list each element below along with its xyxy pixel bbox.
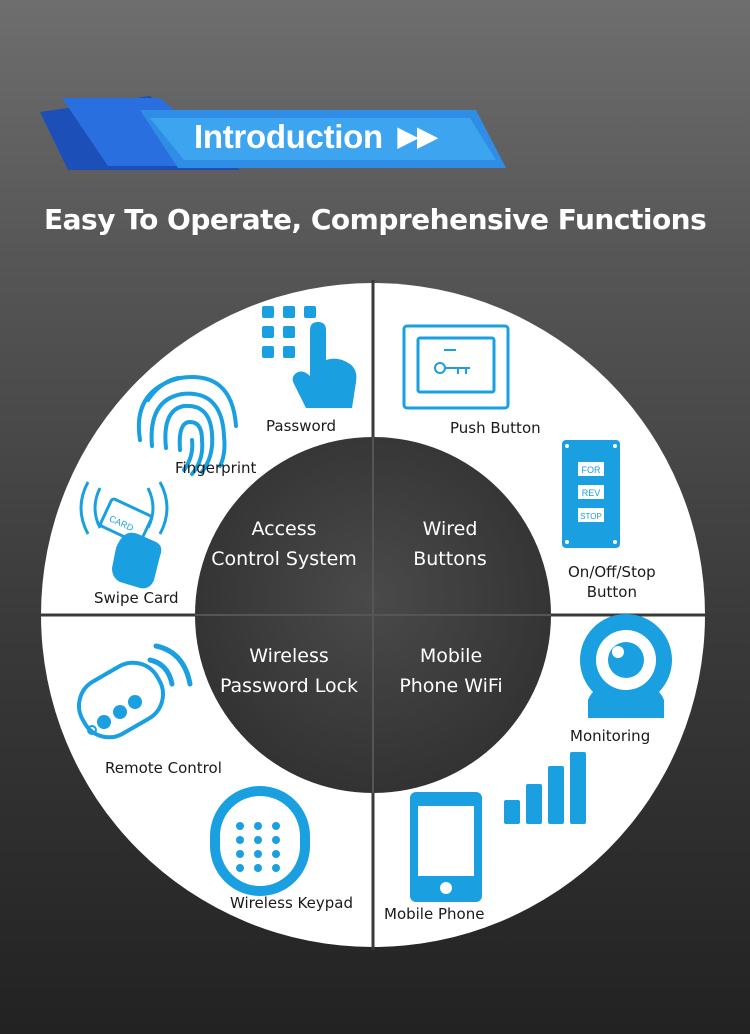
- mobile-phone-icon: [410, 792, 482, 902]
- pointing-hand-icon: [292, 322, 357, 408]
- swipe-card-icon: CARD: [79, 481, 169, 589]
- svg-text:REV: REV: [582, 488, 601, 498]
- remote-control-icon: [77, 643, 193, 740]
- label-password: Password: [266, 417, 337, 435]
- label-remote-control: Remote Control: [105, 759, 222, 777]
- double-arrow-icon: ▶▶: [397, 121, 438, 151]
- wireless-keypad-icon: [210, 786, 310, 896]
- on-off-stop-button-icon: FOR REV STOP: [562, 440, 620, 548]
- svg-text:STOP: STOP: [580, 512, 602, 521]
- label-push-button: Push Button: [450, 419, 541, 437]
- monitoring-camera-icon: [580, 614, 672, 718]
- label-monitoring: Monitoring: [570, 727, 651, 745]
- password-keypad-icon: [262, 306, 316, 358]
- push-button-panel-icon: [402, 324, 510, 410]
- introduction-banner: [40, 96, 506, 170]
- banner-title: Introduction ▶▶: [194, 118, 438, 155]
- label-wireless-keypad: Wireless Keypad: [230, 894, 353, 912]
- label-fingerprint: Fingerprint: [175, 459, 257, 477]
- svg-text:FOR: FOR: [582, 465, 601, 475]
- signal-bars-icon: [504, 752, 586, 824]
- fingerprint-icon: [136, 375, 238, 476]
- label-mobile-phone: Mobile Phone: [384, 905, 485, 923]
- label-swipe-card: Swipe Card: [94, 589, 179, 607]
- page-subtitle: Easy To Operate, Comprehensive Functions: [44, 203, 707, 236]
